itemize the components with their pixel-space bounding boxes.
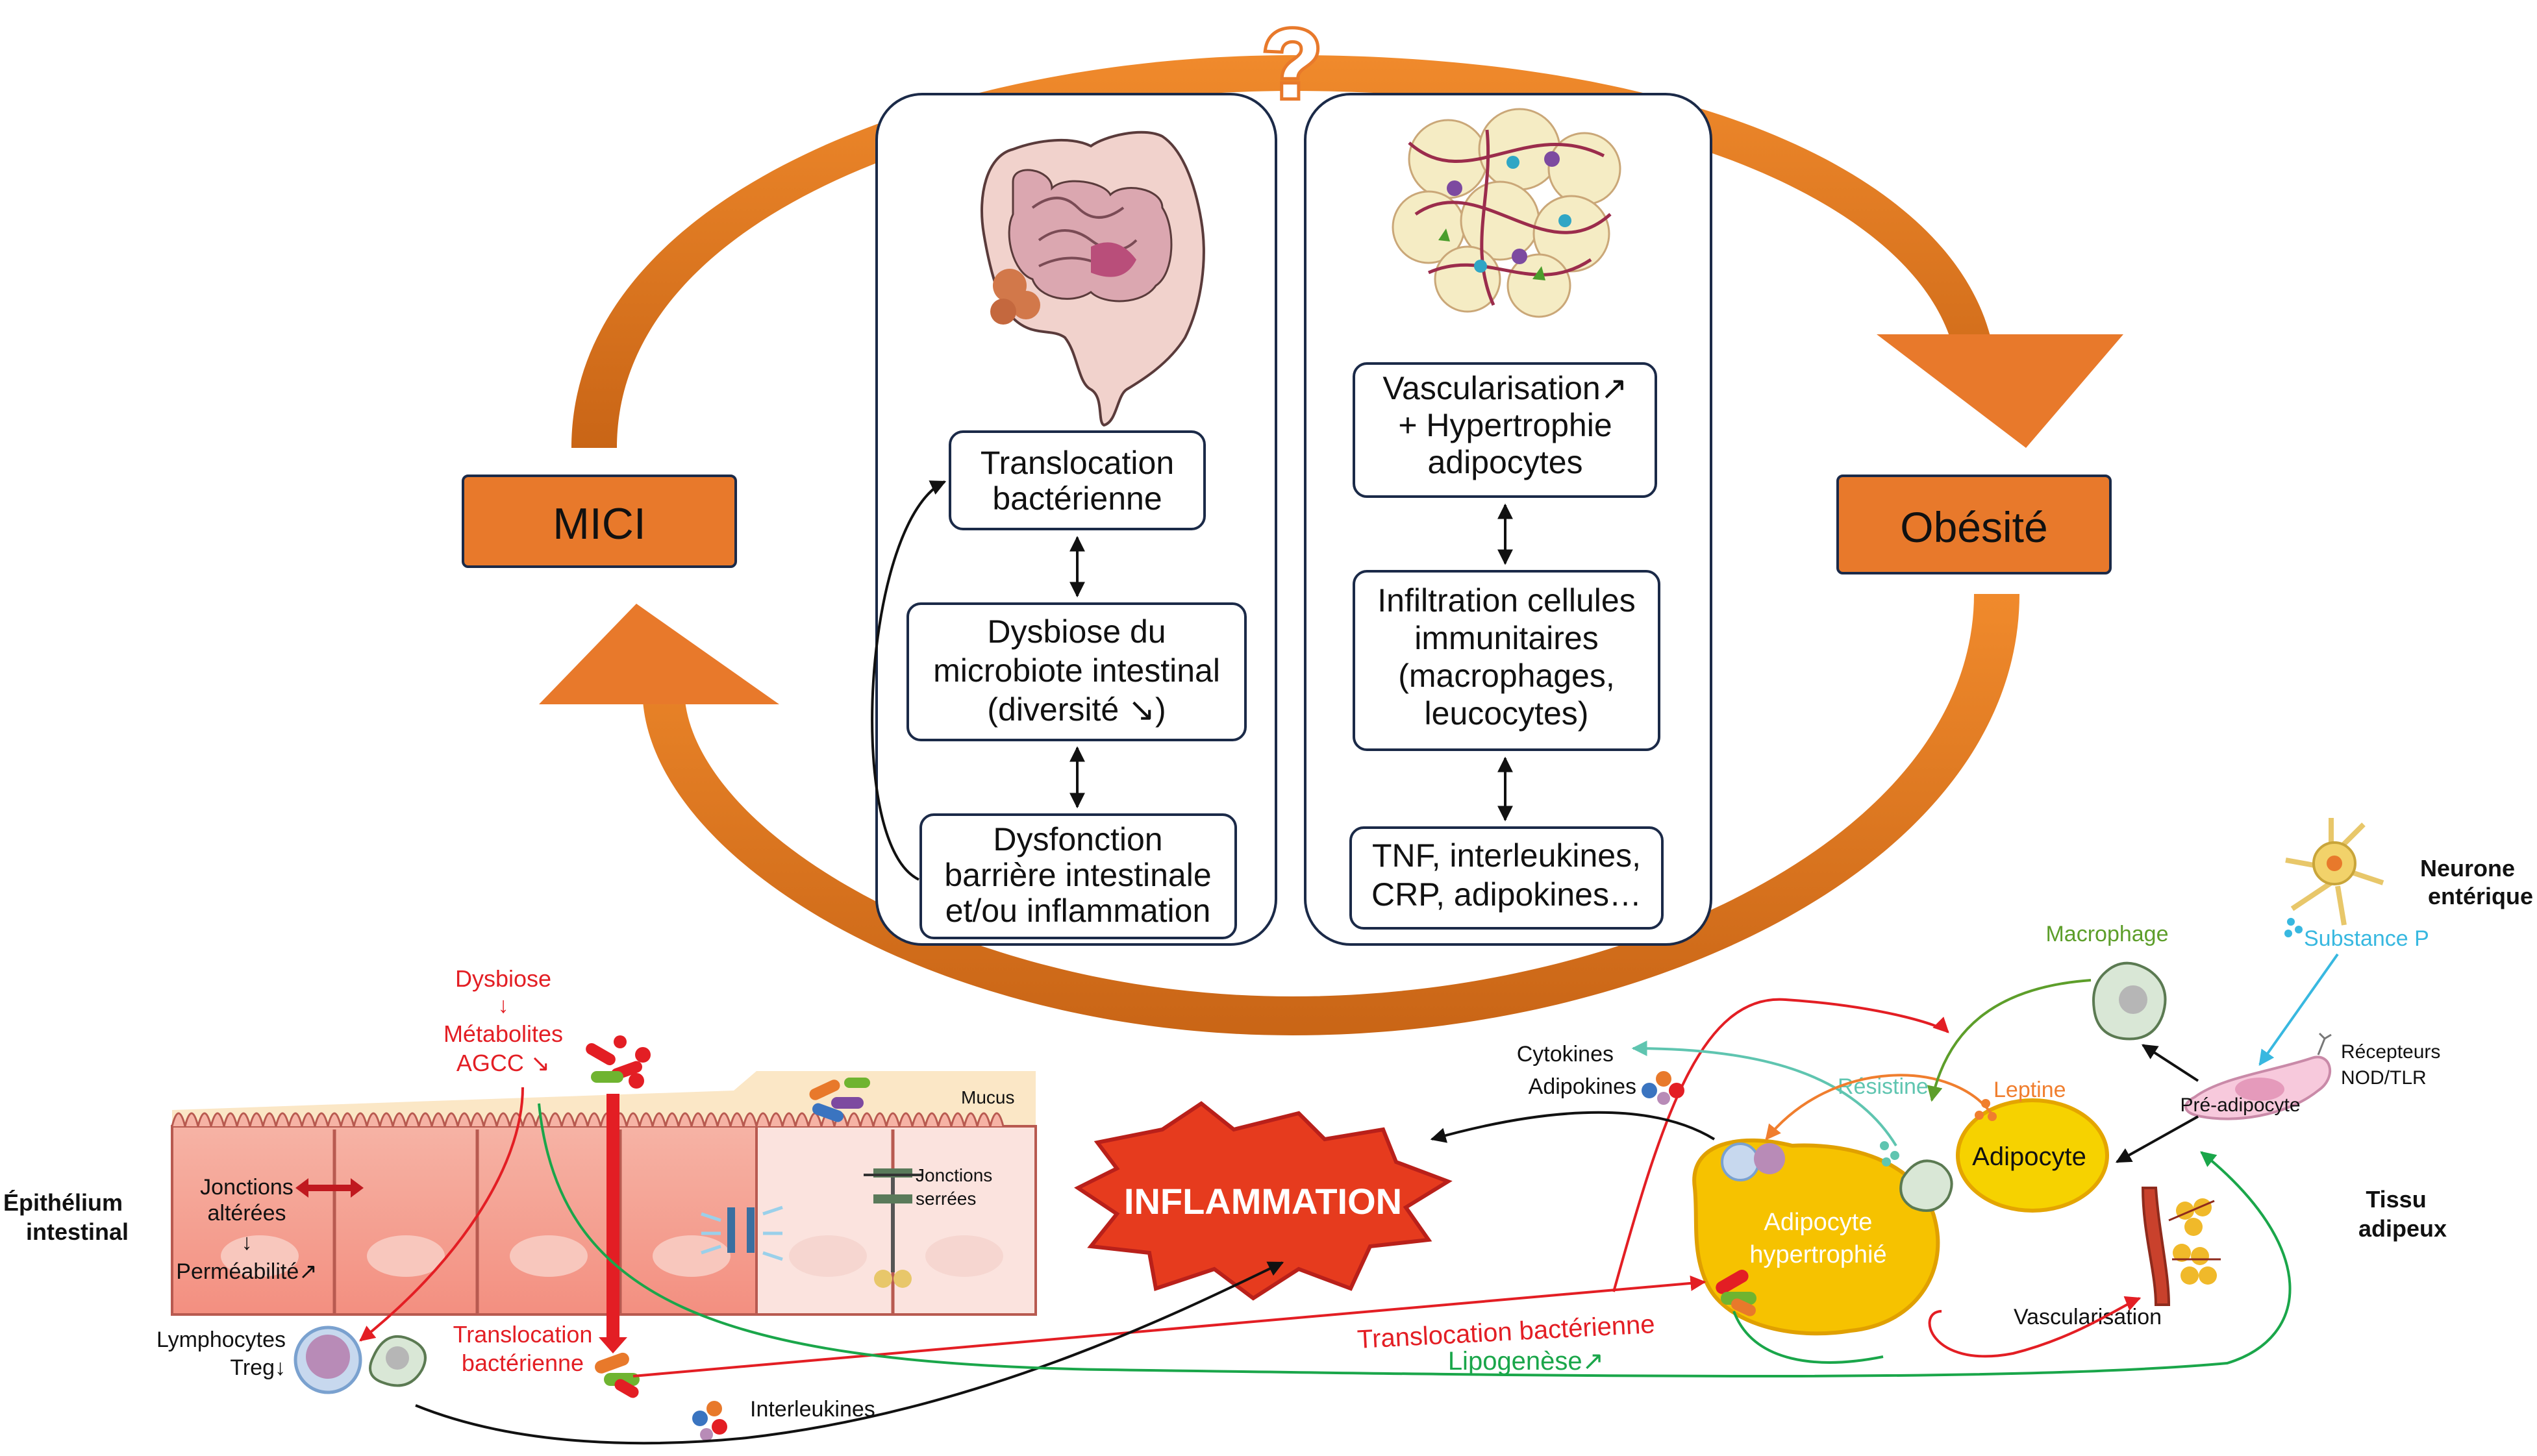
adipocyte-cell: Adipocyte bbox=[1956, 1098, 2109, 1213]
bacteria-cluster-bottom bbox=[595, 1352, 640, 1398]
translocation-left-line1: Translocation bbox=[453, 1321, 593, 1348]
adipocyte-hypertrophie-cell: Adipocyte hypertrophié bbox=[1692, 1138, 1953, 1336]
substance-p-dots bbox=[2284, 918, 2303, 937]
resistine-label: Résistine bbox=[1838, 1074, 1929, 1099]
jonctions-serrees-line1: Jonctions bbox=[916, 1165, 992, 1185]
gut-box3-line2: barrière intestinale bbox=[944, 857, 1211, 893]
gut-chain-arrows bbox=[871, 480, 1085, 881]
bottom-arrows bbox=[359, 953, 2339, 1445]
vascularisation-illustration bbox=[2141, 1187, 2221, 1306]
recepteurs-line1: Récepteurs bbox=[2341, 1041, 2440, 1063]
mici-box: MICI bbox=[462, 475, 737, 568]
tight-junction-icon bbox=[864, 1168, 922, 1288]
metabolites-label: Métabolites bbox=[444, 1020, 563, 1047]
resistine-dots bbox=[1880, 1141, 1899, 1166]
recepteurs-line2: NOD/TLR bbox=[2341, 1067, 2427, 1089]
gut-box3-line1: Dysfonction bbox=[993, 821, 1162, 858]
substance-p-label: Substance P bbox=[2304, 926, 2429, 951]
intestine-illustration bbox=[981, 130, 1205, 427]
fat-box-tnf: TNF, interleukines, CRP, adipokines… bbox=[1349, 826, 1664, 930]
gut-box-translocation: Translocation bactérienne bbox=[949, 430, 1206, 530]
permeabilite-arrow: ↓ bbox=[242, 1230, 253, 1255]
neurone-line1: Neurone bbox=[2420, 855, 2515, 882]
fat-box2-line4: leucocytes) bbox=[1425, 695, 1589, 732]
inflammation-burst: INFLAMMATION bbox=[1074, 1101, 1453, 1301]
mici-label: MICI bbox=[553, 499, 646, 549]
gut-box-dysbiose: Dysbiose du microbiote intestinal (diver… bbox=[906, 602, 1247, 741]
tissu-line2: adipeux bbox=[2358, 1215, 2447, 1242]
lymphocytes-line1: Lymphocytes bbox=[156, 1327, 286, 1352]
jonctions-serrees-line2: serrées bbox=[916, 1189, 976, 1209]
leptine-label: Leptine bbox=[1993, 1078, 2066, 1102]
gut-box1-line1: Translocation bbox=[981, 445, 1174, 481]
interleukines-dots bbox=[692, 1401, 727, 1441]
question-mark: ? bbox=[1262, 9, 1322, 118]
jonctions-alterees-line2: altérées bbox=[208, 1201, 286, 1226]
gut-box2-line3: (diversité ↘) bbox=[987, 691, 1166, 728]
desmosome-icon bbox=[701, 1205, 783, 1261]
gut-box-dysfonction: Dysfonction barrière intestinale et/ou i… bbox=[919, 813, 1237, 939]
fat-box-infiltration: Infiltration cellules immunitaires (macr… bbox=[1353, 570, 1660, 751]
neurone-line2: entérique bbox=[2428, 883, 2533, 909]
translocation-vertical-arrow bbox=[599, 1094, 627, 1353]
fat-box3-line2: CRP, adipokines… bbox=[1371, 876, 1642, 913]
interleukines-label: Interleukines bbox=[750, 1397, 875, 1422]
fat-box2-line2: immunitaires bbox=[1414, 620, 1598, 656]
dysbiose-label: Dysbiose bbox=[455, 965, 551, 992]
epithelium-line2: intestinal bbox=[26, 1218, 129, 1245]
cycle-arrow-top bbox=[571, 55, 2123, 448]
lipogenese-label: Lipogenèse↗ bbox=[1448, 1347, 1604, 1376]
obesite-label: Obésité bbox=[1900, 503, 2047, 551]
lymphocyte-cells bbox=[294, 1326, 427, 1394]
gut-box1-line2: bactérienne bbox=[992, 480, 1162, 517]
adipose-illustration bbox=[1392, 108, 1621, 318]
lymphocytes-line2: Treg↓ bbox=[230, 1355, 286, 1380]
mucus-label: Mucus bbox=[961, 1087, 1014, 1107]
adipocyte-hyper-line2: hypertrophié bbox=[1749, 1241, 1886, 1268]
fat-box2-line3: (macrophages, bbox=[1398, 658, 1615, 694]
fat-box1-line1: Vascularisation↗ bbox=[1382, 370, 1627, 406]
cytokines-line2: Adipokines bbox=[1529, 1074, 1636, 1099]
cytokines-dots bbox=[1642, 1071, 1684, 1105]
inflammation-label: INFLAMMATION bbox=[1124, 1181, 1402, 1222]
fat-box1-line2: + Hypertrophie bbox=[1398, 407, 1612, 443]
tissu-line1: Tissu bbox=[2366, 1186, 2426, 1213]
fat-box2-line1: Infiltration cellules bbox=[1377, 582, 1635, 619]
agcc-label: AGCC ↘ bbox=[456, 1050, 550, 1076]
jonctions-alterees-line1: Jonctions bbox=[200, 1175, 294, 1200]
obesite-box: Obésité bbox=[1836, 475, 2112, 574]
macrophage-label: Macrophage bbox=[2045, 922, 2168, 946]
adipocyte-label: Adipocyte bbox=[1972, 1142, 2086, 1171]
altered-junction-icon bbox=[295, 1178, 364, 1198]
fat-box3-line1: TNF, interleukines, bbox=[1372, 837, 1641, 874]
cycle-arrow-bottom bbox=[539, 594, 2019, 1035]
gut-box2-line2: microbiote intestinal bbox=[933, 652, 1220, 689]
bacteria-cluster-mucus bbox=[809, 1078, 870, 1122]
dysbiose-arrow: ↓ bbox=[498, 993, 509, 1018]
pre-adipocyte-label: Pré-adipocyte bbox=[2180, 1094, 2300, 1116]
epithelium-line1: Épithélium bbox=[3, 1189, 123, 1216]
fat-box1-line3: adipocytes bbox=[1427, 444, 1582, 480]
epithelium-cells bbox=[171, 1112, 1037, 1316]
gut-box2-line1: Dysbiose du bbox=[987, 613, 1166, 650]
neuron-cell bbox=[2285, 818, 2384, 926]
cytokines-line1: Cytokines bbox=[1517, 1042, 1614, 1067]
adipocyte-hyper-line1: Adipocyte bbox=[1764, 1209, 1873, 1236]
fat-box-vascularisation: Vascularisation↗ + Hypertrophie adipocyt… bbox=[1353, 362, 1657, 498]
permeabilite-label: Perméabilité↗ bbox=[176, 1259, 317, 1284]
bacteria-cluster-top bbox=[586, 1035, 651, 1089]
translocation-left-line2: bactérienne bbox=[462, 1350, 584, 1376]
gut-box3-line3: et/ou inflammation bbox=[945, 893, 1211, 929]
macrophage-cell bbox=[2092, 961, 2167, 1041]
